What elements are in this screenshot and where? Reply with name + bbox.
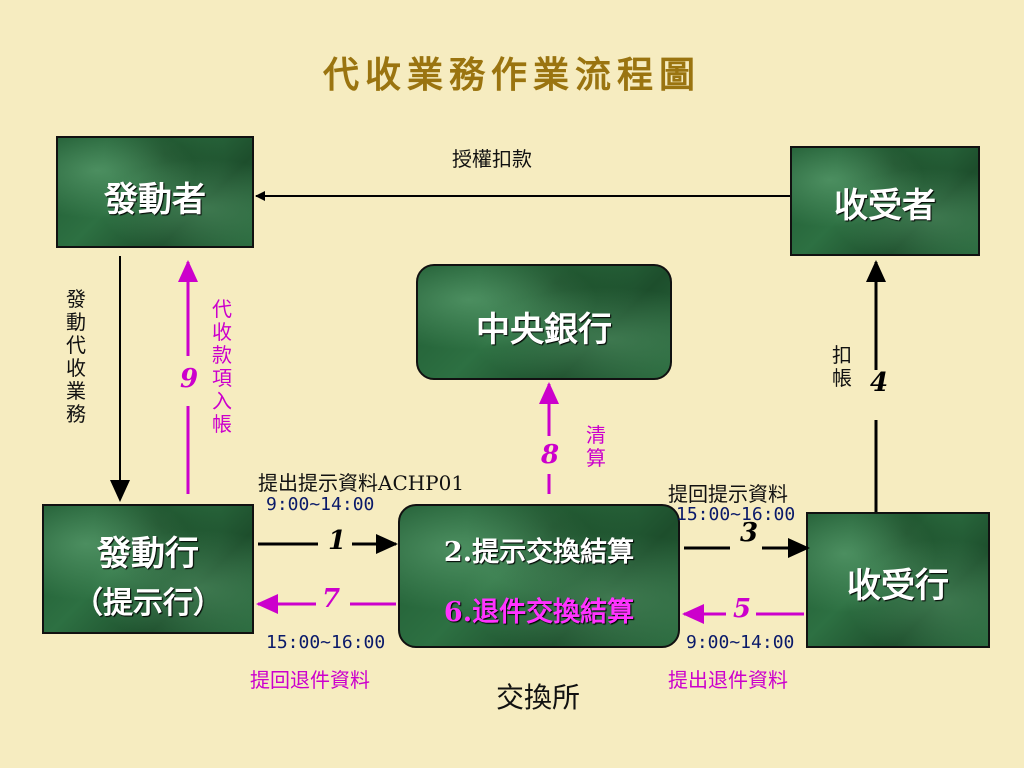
return-retrieve-data-label: 提回退件資料 (250, 668, 370, 692)
step-1: 1 (328, 526, 347, 556)
step-7: 7 (322, 584, 341, 614)
clearing-label: 清算 (586, 423, 606, 470)
originator-label: 發動者 (104, 180, 206, 220)
step-9: 9 (180, 364, 199, 394)
return-retrieve-time-label: 15:00~16:00 (266, 632, 386, 653)
clearing-label-1: 2.提示交換結算 (443, 537, 635, 568)
receiving-bank-box: 收受行 (806, 512, 990, 648)
clearing-box: 2.提示交換結算 6.退件交換結算 (398, 504, 680, 648)
clearing-house-label: 交換所 (496, 681, 581, 714)
debit-account-label: 扣帳 (832, 343, 852, 390)
step-5: 5 (733, 594, 752, 624)
page-title: 代收業務作業流程圖 (322, 54, 701, 96)
step-8: 8 (541, 440, 560, 470)
receiving-bank-label: 收受行 (847, 566, 949, 606)
receiver-box: 收受者 (790, 146, 980, 256)
step-4: 4 (870, 368, 889, 398)
step-3: 3 (740, 518, 759, 548)
authorize-debit-label: 授權扣款 (452, 147, 532, 171)
receiver-label: 收受者 (834, 186, 936, 226)
retrieve-data-label: 提回提示資料 (668, 482, 788, 506)
central-bank-label: 中央銀行 (476, 310, 612, 350)
return-submit-data-label: 提出退件資料 (668, 668, 788, 692)
retrieve-time-label: 15:00~16:00 (676, 504, 796, 525)
originating-bank-label: 發動行 (97, 534, 199, 574)
return-submit-time-label: 9:00~14:00 (686, 632, 795, 653)
submit-data-label: 提出提示資料ACHP01 (258, 471, 465, 495)
originating-bank-sublabel: （提示行） (73, 586, 223, 621)
originator-box: 發動者 (56, 136, 254, 248)
central-bank-box: 中央銀行 (416, 264, 672, 380)
clearing-label-2: 6.退件交換結算 (443, 597, 635, 628)
originating-bank-box: 發動行 （提示行） (42, 504, 254, 634)
submit-time-label: 9:00~14:00 (266, 494, 375, 515)
initiate-collection-label: 發動代收業務 (66, 287, 86, 426)
collection-credit-label: 代收款項入帳 (212, 297, 232, 436)
